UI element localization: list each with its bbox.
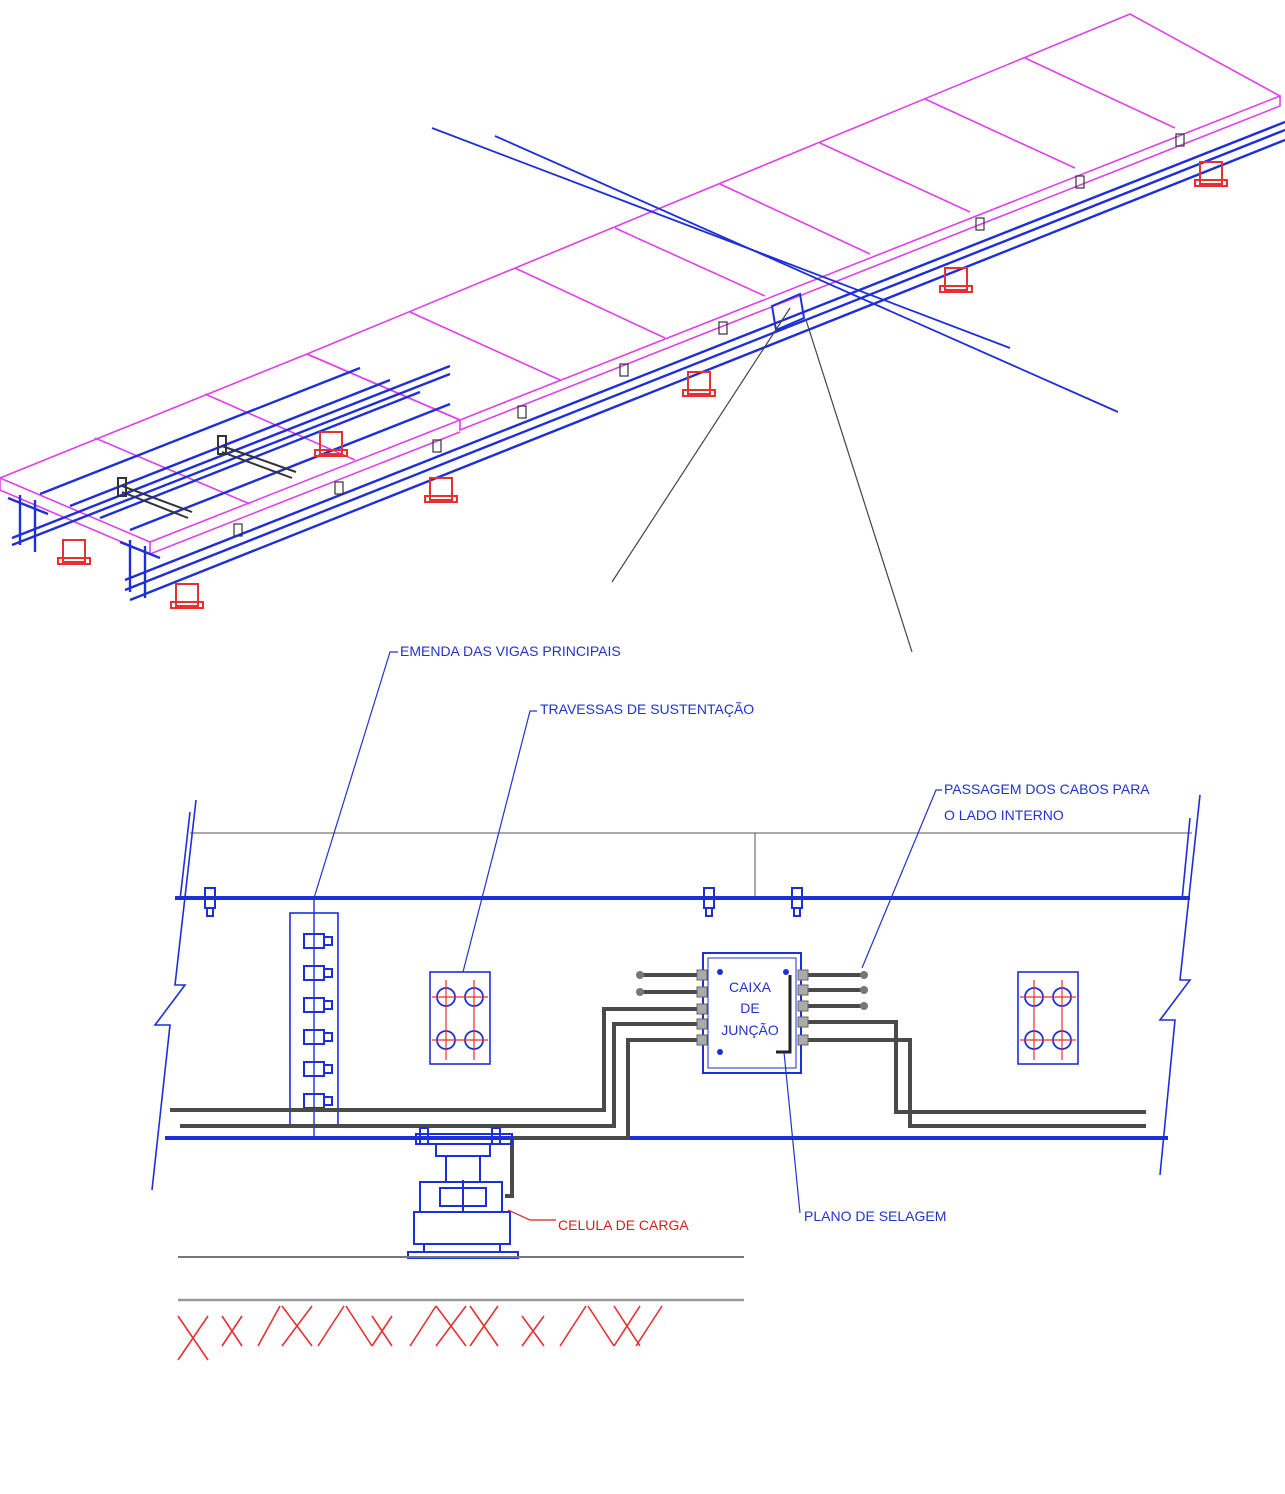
label-support-crossmembers: TRAVESSAS DE SUSTENTAÇÃO [540, 701, 754, 717]
detail-elevation: CAIXA DE JUNÇÃO [151, 643, 1201, 1361]
label-leaders [313, 651, 942, 1221]
section-cut-lines [431, 127, 1119, 413]
label-cable-passage-line1: PASSAGEM DOS CABOS PARA [944, 781, 1150, 797]
top-flange-bolts [204, 887, 803, 917]
support-plate-left [429, 971, 491, 1065]
beam-brackets [233, 133, 1185, 537]
junction-box-label-line2: DE [740, 1000, 759, 1016]
load-cell-iso-3 [314, 431, 348, 457]
break-lines [151, 794, 1201, 1191]
label-cable-passage-line2: O LADO INTERNO [944, 807, 1064, 823]
junction-box-label-line3: JUNÇÃO [721, 1022, 779, 1038]
label-sealing-plane: PLANO DE SELAGEM [804, 1208, 946, 1224]
load-cell-iso-7 [1194, 161, 1228, 187]
beam-flanges [165, 896, 1190, 1140]
junction-box: CAIXA DE JUNÇÃO [696, 952, 809, 1074]
cross-members [117, 435, 297, 519]
load-cell-iso-5 [682, 371, 716, 397]
ground-hatch [177, 1305, 663, 1361]
cables [170, 973, 1146, 1198]
junction-box-iso [770, 292, 806, 332]
ground [177, 1256, 744, 1361]
load-cell-iso-1 [57, 539, 91, 565]
load-cell-iso-4 [424, 477, 458, 503]
junction-box-label-line1: CAIXA [729, 979, 772, 995]
load-cell-iso-6 [939, 267, 973, 293]
platform-deck [0, 13, 1282, 556]
load-cells-iso [57, 161, 1228, 609]
isometric-view [0, 13, 1285, 653]
deck-lines [190, 832, 1192, 897]
load-cell-iso-2 [170, 583, 204, 609]
label-beam-splice: EMENDA DAS VIGAS PRINCIPAIS [400, 643, 621, 659]
detail-leader-lines [611, 307, 913, 653]
support-plate-right [1017, 971, 1079, 1065]
beam-splice-plate [289, 898, 339, 1138]
cable-ends [636, 971, 868, 1010]
main-beams [7, 120, 1285, 602]
load-cell [407, 1127, 519, 1259]
label-load-cell: CELULA DE CARGA [558, 1217, 689, 1233]
